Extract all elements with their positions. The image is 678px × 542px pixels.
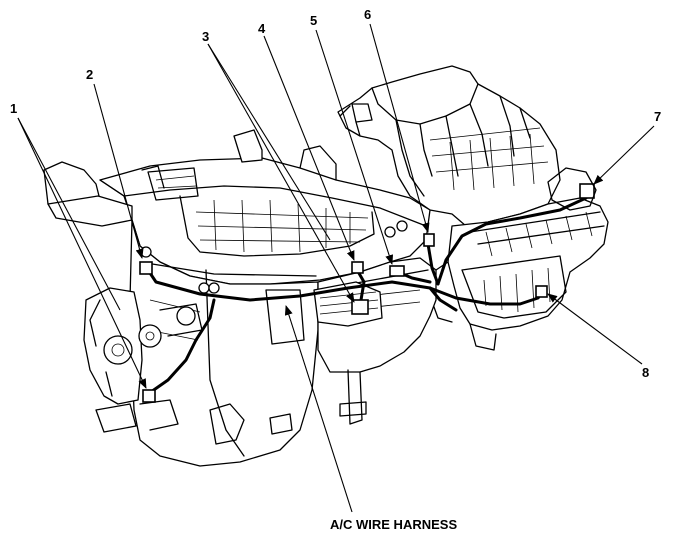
control-module: [313, 281, 383, 327]
connector-2: [139, 261, 153, 275]
callout-6: 6: [364, 7, 372, 22]
connector-3: [351, 299, 369, 315]
harness-caption: A/C WIRE HARNESS: [330, 517, 458, 532]
callout-8: 8: [642, 365, 650, 380]
connector-7: [579, 183, 595, 199]
blower-housing: [337, 65, 561, 227]
callout-3: 3: [202, 29, 210, 44]
callout-2: 2: [86, 67, 94, 82]
leader-lines: [17, 23, 655, 513]
blower-motor-section: [429, 197, 609, 351]
callout-7: 7: [654, 109, 662, 124]
ac-wire-harness: [146, 196, 588, 396]
connector-5: [389, 265, 405, 277]
callout-5: 5: [310, 13, 318, 28]
callout-4: 4: [258, 21, 266, 36]
connectors: [139, 167, 597, 403]
connector-6: [423, 233, 435, 247]
connector-8: [535, 285, 548, 298]
connector-4: [351, 261, 364, 274]
connector-1: [142, 389, 156, 403]
callout-1: 1: [10, 101, 18, 116]
